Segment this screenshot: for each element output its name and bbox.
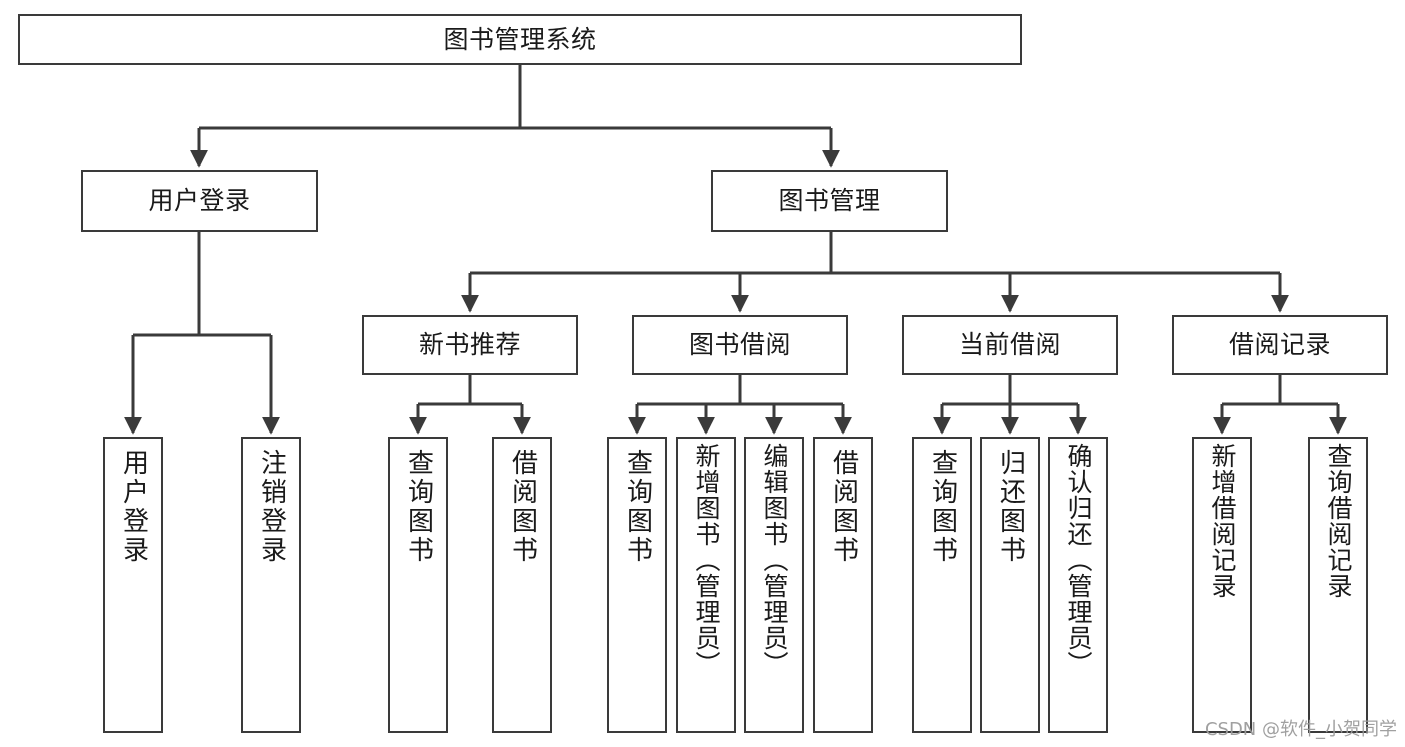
node-leaf-borrow-book-1[interactable]: 借阅图书 xyxy=(492,437,552,733)
node-leaf-query-book-1[interactable]: 查询图书 xyxy=(388,437,448,733)
node-leaf-add-book-label: 新增图书（管理员） xyxy=(692,443,721,677)
node-book-manage-label: 图书管理 xyxy=(778,186,881,215)
node-current-borrow-label: 当前借阅 xyxy=(958,330,1061,359)
node-leaf-user-login-label: 用户登录 xyxy=(118,449,149,565)
node-leaf-user-logout[interactable]: 注销登录 xyxy=(241,437,301,733)
node-leaf-user-login[interactable]: 用户登录 xyxy=(103,437,163,733)
node-new-book-rec[interactable]: 新书推荐 xyxy=(362,315,578,375)
node-book-manage[interactable]: 图书管理 xyxy=(711,170,948,232)
node-leaf-confirm-return-label: 确认归还（管理员） xyxy=(1064,443,1093,677)
node-leaf-borrow-book-1-label: 借阅图书 xyxy=(507,449,538,565)
node-leaf-user-logout-label: 注销登录 xyxy=(256,449,287,565)
node-leaf-query-book-2[interactable]: 查询图书 xyxy=(607,437,667,733)
node-root[interactable]: 图书管理系统 xyxy=(18,14,1022,65)
node-book-borrow[interactable]: 图书借阅 xyxy=(632,315,848,375)
node-leaf-borrow-book-2-label: 借阅图书 xyxy=(828,449,859,565)
node-leaf-query-book-3[interactable]: 查询图书 xyxy=(912,437,972,733)
node-root-label: 图书管理系统 xyxy=(443,24,597,54)
node-leaf-add-record-label: 新增借阅记录 xyxy=(1208,443,1237,599)
node-current-borrow[interactable]: 当前借阅 xyxy=(902,315,1118,375)
node-user-login-label: 用户登录 xyxy=(148,186,251,215)
csdn-watermark: CSDN @软件_小贺同学 xyxy=(1204,719,1397,740)
node-user-login[interactable]: 用户登录 xyxy=(81,170,318,232)
node-book-borrow-label: 图书借阅 xyxy=(688,330,791,359)
node-leaf-return-book-label: 归还图书 xyxy=(995,449,1026,565)
node-leaf-confirm-return[interactable]: 确认归还（管理员） xyxy=(1048,437,1108,733)
node-leaf-query-book-1-label: 查询图书 xyxy=(403,449,434,565)
node-leaf-borrow-book-2[interactable]: 借阅图书 xyxy=(813,437,873,733)
node-leaf-query-book-3-label: 查询图书 xyxy=(927,449,958,565)
node-leaf-query-record[interactable]: 查询借阅记录 xyxy=(1308,437,1368,733)
node-borrow-record-label: 借阅记录 xyxy=(1228,330,1331,359)
node-new-book-rec-label: 新书推荐 xyxy=(418,330,521,359)
node-leaf-add-book[interactable]: 新增图书（管理员） xyxy=(676,437,736,733)
node-leaf-add-record[interactable]: 新增借阅记录 xyxy=(1192,437,1252,733)
node-leaf-return-book[interactable]: 归还图书 xyxy=(980,437,1040,733)
node-leaf-query-record-label: 查询借阅记录 xyxy=(1324,443,1353,599)
node-leaf-edit-book-label: 编辑图书（管理员） xyxy=(760,443,789,677)
node-leaf-edit-book[interactable]: 编辑图书（管理员） xyxy=(744,437,804,733)
node-leaf-query-book-2-label: 查询图书 xyxy=(622,449,653,565)
node-borrow-record[interactable]: 借阅记录 xyxy=(1172,315,1388,375)
